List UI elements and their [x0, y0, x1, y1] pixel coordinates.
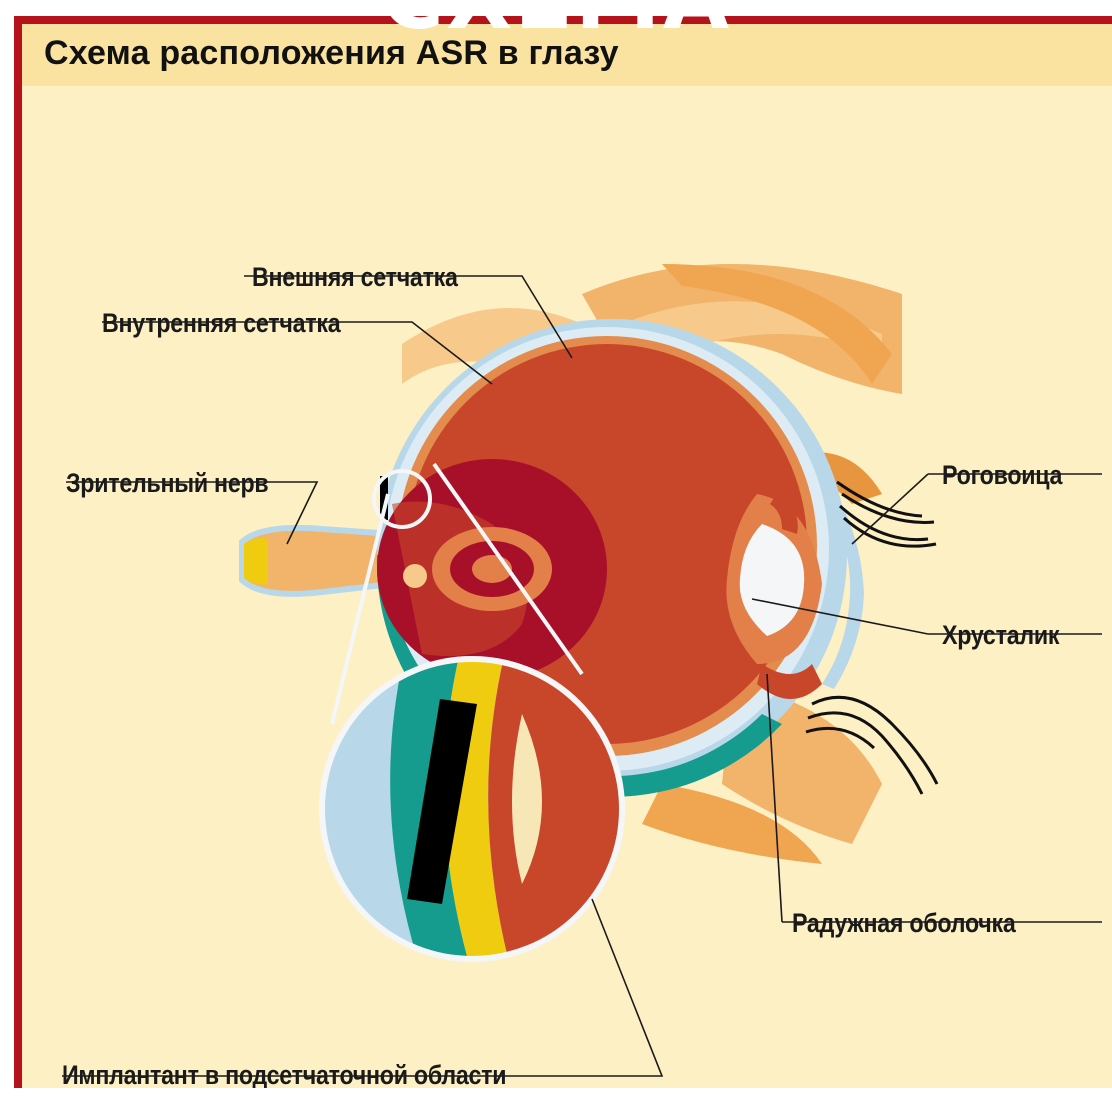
label-outer-retina: Внешняя сетчатка — [252, 262, 458, 293]
label-iris: Радужная оболочка — [792, 908, 1016, 939]
label-optic-nerve: Зрительный нерв — [66, 468, 268, 499]
label-inner-retina: Внутренняя сетчатка — [102, 308, 340, 339]
label-implant: Имплантант в подсетчаточной области — [62, 1060, 506, 1088]
top-title: СХЕМА — [0, 0, 1112, 42]
label-lens: Хрусталик — [942, 620, 1059, 651]
optic-nerve — [242, 528, 392, 594]
label-cornea: Роговоица — [942, 460, 1062, 491]
diagram-panel: Схема расположения ASR в глазу — [14, 16, 1112, 1088]
